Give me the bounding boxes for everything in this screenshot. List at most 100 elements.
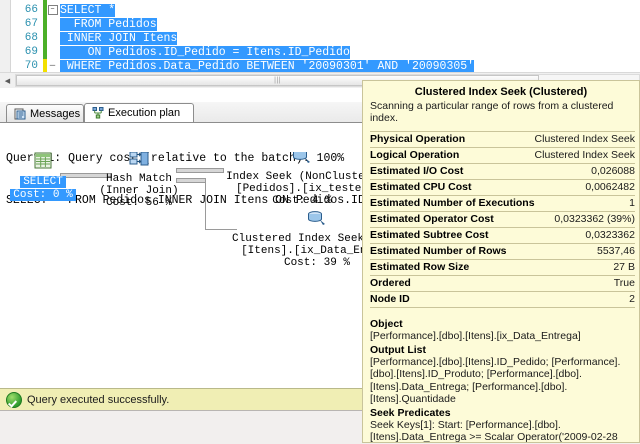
change-bar [43,0,47,3]
tooltip-section-body-seek-predicates: Seek Keys[1]: Start: [Performance].[dbo]… [370,418,618,443]
scroll-left-icon[interactable]: ◀ [4,77,11,85]
code-lines[interactable]: 65 66 − SELECT * 67 FROM Pedidos 68 [10,0,475,87]
success-check-icon [6,392,22,408]
operator-tooltip: Clustered Index Seek (Clustered) Scannin… [362,80,640,443]
code-line[interactable]: 67 FROM Pedidos [10,17,474,31]
code-text: ON Pedidos.ID_Pedido = Itens.ID_Pedido [58,45,350,59]
clustered-index-seek-icon [306,211,328,233]
arrow-indexseek-to-hashmatch [176,168,224,173]
property-key: Node ID [370,293,410,305]
thumb-grip-icon: ||| [274,77,282,84]
editor-indicator-margin [0,0,11,88]
status-message: Query executed successfully. [27,394,170,406]
plan-node-index-seek[interactable]: Index Seek (NonClustere [Pedidos].[ix_te… [222,152,382,207]
code-line[interactable]: 65 [10,0,474,3]
tooltip-section-body-object: [Performance].[dbo].[Itens].[ix_Data_Ent… [370,330,581,342]
hash-match-icon [128,152,150,173]
plan-node-index-seek-object: [Pedidos].[ix_teste] [235,183,369,195]
property-value: 5537,46 [596,245,635,257]
tooltip-spacer [370,308,632,317]
table-row: Ordered True [370,276,635,292]
tab-execution-plan[interactable]: Execution plan [84,103,194,122]
property-value: 1 [629,197,635,209]
change-bar [43,45,47,59]
plan-node-hash-match-name: Hash Match [105,173,172,185]
plan-node-hash-match[interactable]: Hash Match (Inner Join) Cost: 56 % [98,152,180,209]
code-line[interactable]: 70 ─ WHERE Pedidos.Data_Pedido BETWEEN '… [10,59,475,73]
code-line[interactable]: 68 INNER JOIN Itens [10,31,474,45]
arrow-hashmatch-to-select [60,173,112,178]
messages-icon [14,108,26,120]
arrow-clustered-to-hashmatch [176,178,206,183]
property-key: Logical Operation [370,149,460,161]
code-line[interactable]: 66 − SELECT * [10,3,474,17]
property-key: Estimated I/O Cost [370,165,464,177]
code-selection: SELECT * [60,3,116,17]
property-value: 0,0062482 [585,181,635,193]
property-key: Ordered [370,277,411,289]
change-bar [43,17,47,31]
plan-node-clustered-index-seek-object: [Itens].[ix_Data_Entreg [241,245,393,257]
tab-messages-label: Messages [30,107,81,120]
property-key: Estimated Operator Cost [370,213,494,225]
code-selection: ON Pedidos.ID_Pedido = Itens.ID_Pedido [60,45,350,59]
line-number: 65 [10,0,43,2]
plan-node-select-cost: Cost: 0 % [10,189,76,201]
code-selection: INNER JOIN Itens [60,31,178,45]
connector-horizontal [205,229,237,230]
tooltip-subtitle: Scanning a particular range of rows from… [370,100,614,124]
plan-node-select[interactable]: SELECT Cost: 0 % [8,152,78,201]
table-row: Estimated CPU Cost 0,0062482 [370,180,635,196]
property-key: Estimated Row Size [370,261,470,273]
code-line[interactable]: 69 ON Pedidos.ID_Pedido = Itens.ID_Pedid… [10,45,474,59]
property-value: Clustered Index Seek [534,133,635,145]
property-value: True [613,277,635,289]
table-row: Estimated Number of Executions 1 [370,196,635,212]
property-value: 0,0323362 [585,229,635,241]
tooltip-section-heading-object: Object [370,318,403,330]
property-value: 27 B [613,261,635,273]
plan-node-hash-match-type: (Inner Join) [99,185,179,197]
execution-plan-icon [92,107,104,119]
tab-execution-plan-label: Execution plan [108,107,181,119]
code-text: WHERE Pedidos.Data_Pedido BETWEEN '20090… [58,59,475,73]
tab-messages[interactable]: Messages [6,104,84,122]
sql-editor[interactable]: 65 66 − SELECT * 67 FROM Pedidos 68 [0,0,640,89]
table-row: Estimated Operator Cost 0,0323362 (39%) [370,212,635,228]
outline-end-glyph[interactable]: ─ [49,61,56,71]
code-selection: FROM Pedidos [60,17,157,31]
table-row: Node ID 2 [370,292,635,308]
change-bar [43,59,47,73]
line-number: 67 [24,18,38,30]
execution-plan-canvas[interactable]: SELECT Cost: 0 % Hash Match (Inner Join) [0,152,640,388]
tooltip-title: Clustered Index Seek (Clustered) [414,86,588,98]
outline-collapse-glyph[interactable]: − [47,5,58,15]
line-number: 66 [24,4,38,16]
connector-vertical [205,178,206,230]
code-selection: WHERE Pedidos.Data_Pedido BETWEEN '20090… [60,59,475,73]
table-row: Estimated I/O Cost 0,026088 [370,164,635,180]
table-row: Estimated Row Size 27 B [370,260,635,276]
property-value: Clustered Index Seek [534,149,635,161]
line-number: 68 [24,32,38,44]
change-bar [43,3,47,17]
property-key: Physical Operation [370,133,466,145]
tooltip-section-body-output-list: [Performance].[dbo].[Itens].ID_Pedido; [… [370,355,621,406]
table-row: Physical Operation Clustered Index Seek [370,131,635,148]
line-number: 70 [24,60,38,72]
tooltip-section-heading-output-list: Output List [370,343,426,356]
change-bar [43,31,47,45]
code-text: SELECT * [58,3,116,17]
table-row: Estimated Number of Rows 5537,46 [370,244,635,260]
code-text: INNER JOIN Itens [58,31,178,45]
tooltip-section-heading-seek-predicates: Seek Predicates [370,406,451,419]
plan-node-clustered-index-seek-cost: Cost: 39 % [283,257,350,269]
property-key: Estimated CPU Cost [370,181,472,193]
property-key: Estimated Number of Rows [370,245,507,257]
table-row: Logical Operation Clustered Index Seek [370,148,635,164]
property-key: Estimated Number of Executions [370,197,535,209]
property-value: 0,0323362 (39%) [554,213,635,225]
table-row: Estimated Subtree Cost 0,0323362 [370,228,635,244]
property-value: 0,026088 [591,165,635,177]
